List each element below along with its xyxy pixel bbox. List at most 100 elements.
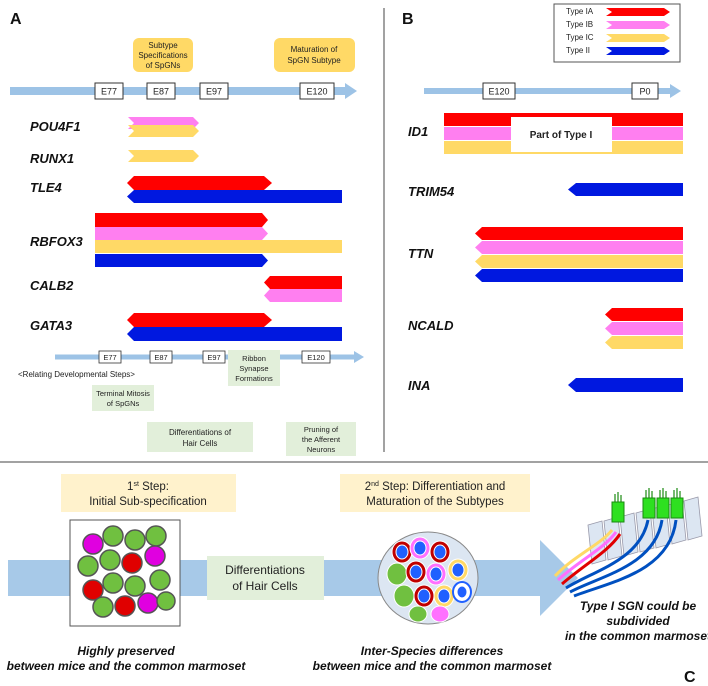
timeline-a-top-arrowhead bbox=[345, 83, 357, 99]
tick-a-e120-label: E120 bbox=[306, 87, 327, 97]
panel-c-letter: C bbox=[684, 669, 696, 686]
tick-a-e120: E120 bbox=[299, 82, 335, 100]
tick-a2-e120-label: E120 bbox=[307, 353, 325, 362]
timeline-b-arrowhead bbox=[670, 84, 681, 98]
part-of-type-i-label: Part of Type I bbox=[530, 130, 593, 141]
gene-pou4f1: POU4F1 bbox=[30, 119, 81, 134]
middle-box-line2: of Hair Cells bbox=[232, 579, 297, 593]
legend-type-ib-label: Type IB bbox=[566, 20, 593, 29]
bar-ncald-type-ic bbox=[605, 336, 683, 349]
bar-ncald-type-ia bbox=[605, 308, 683, 321]
step1-box: 1st Step: Initial Sub-specification bbox=[61, 474, 236, 512]
gene-ttn: TTN bbox=[408, 246, 434, 261]
bar-calb2-type-ia bbox=[264, 276, 342, 289]
caption-left-line1: Highly preserved bbox=[77, 644, 175, 658]
bar-rbfox3-type-ic bbox=[95, 240, 342, 253]
step2-subtitle: Maturation of the Subtypes bbox=[366, 496, 504, 508]
bar-ttn-type-ic bbox=[475, 255, 683, 268]
legend-type-ic-label: Type IC bbox=[566, 33, 594, 42]
cell-cluster-initial bbox=[69, 519, 181, 627]
subtype-spec-line2: Specifications bbox=[138, 51, 187, 60]
legend: Type IA Type IB Type IC Type II bbox=[553, 3, 681, 63]
step-ribbon-synapse: Ribbon Synapse Formations bbox=[228, 350, 280, 386]
step-pruning-line3: Neurons bbox=[307, 445, 336, 454]
step-terminal-mitosis-line2: of SpGNs bbox=[107, 399, 140, 408]
tick-a-e97: E97 bbox=[199, 82, 229, 100]
bar-rbfox3-type-ia bbox=[95, 213, 268, 227]
tick-a2-e120: E120 bbox=[301, 350, 331, 364]
tick-a2-e77-label: E77 bbox=[103, 353, 116, 362]
tick-b-p0-label: P0 bbox=[639, 87, 650, 97]
tick-a-e97-label: E97 bbox=[206, 87, 222, 97]
tick-b-e120-label: E120 bbox=[488, 87, 509, 97]
step-hair-cells-line2: Hair Cells bbox=[183, 439, 218, 448]
bar-calb2-type-ib bbox=[264, 289, 342, 302]
panel-a-letter: A bbox=[10, 11, 22, 28]
bar-ttn-type-ia bbox=[475, 227, 683, 240]
subtype-spec-line3: of SpGNs bbox=[146, 61, 181, 70]
step-terminal-mitosis-line1: Terminal Mitosis bbox=[96, 389, 150, 398]
bar-ncald-type-ib bbox=[605, 322, 683, 335]
bar-ttn-type-ib bbox=[475, 241, 683, 254]
gene-ina: INA bbox=[408, 378, 430, 393]
tick-a2-e97-label: E97 bbox=[207, 353, 220, 362]
step-pruning: Pruning of the Afferent Neurons bbox=[286, 422, 356, 456]
bar-ina-type-ii bbox=[568, 378, 683, 392]
step-ribbon-line1: Ribbon bbox=[242, 354, 266, 363]
step-pruning-line2: the Afferent bbox=[302, 435, 341, 444]
maturation-line1: Maturation of bbox=[291, 45, 338, 54]
tick-a2-e87-label: E87 bbox=[154, 353, 167, 362]
legend-type-ib-swatch bbox=[606, 21, 670, 29]
gene-rbfox3: RBFOX3 bbox=[30, 234, 84, 249]
right-caption-line3: in the common marmoset bbox=[565, 629, 708, 643]
tick-a-e87: E87 bbox=[146, 82, 176, 100]
step-ribbon-line3: Formations bbox=[235, 374, 273, 383]
gene-runx1: RUNX1 bbox=[30, 151, 74, 166]
bar-trim54-type-ii bbox=[568, 183, 683, 196]
tick-a-e77-label: E77 bbox=[101, 87, 117, 97]
bar-rbfox3-type-ib bbox=[95, 227, 268, 240]
step-hair-cells: Differentiations of Hair Cells bbox=[147, 422, 253, 452]
step-pruning-line1: Pruning of bbox=[304, 425, 339, 434]
bar-tle4-type-ia bbox=[127, 176, 272, 190]
legend-type-ii-label: Type II bbox=[566, 46, 590, 55]
relating-title: <Relating Developmental Steps> bbox=[18, 370, 135, 379]
gene-tle4: TLE4 bbox=[30, 180, 63, 195]
legend-type-ia-label: Type IA bbox=[566, 7, 594, 16]
step-ribbon-line2: Synapse bbox=[239, 364, 268, 373]
tick-b-p0: P0 bbox=[631, 82, 659, 100]
cochlea-illustration bbox=[553, 488, 703, 598]
tick-a2-e97: E97 bbox=[202, 350, 226, 364]
bar-rbfox3-type-ii bbox=[95, 254, 268, 267]
step1-subtitle: Initial Sub-specification bbox=[89, 496, 207, 508]
subtype-spec-line1: Subtype bbox=[148, 41, 178, 50]
gene-trim54: TRIM54 bbox=[408, 184, 455, 199]
subtype-spec-label: Subtype Specifications of SpGNs bbox=[133, 38, 193, 72]
step-terminal-mitosis: Terminal Mitosis of SpGNs bbox=[92, 385, 154, 411]
gene-id1: ID1 bbox=[408, 124, 428, 139]
caption-mid-line2: between mice and the common marmoset bbox=[313, 659, 553, 673]
maturation-label: Maturation of SpGN Subtype bbox=[274, 38, 355, 72]
right-caption-line1: Type I SGN could be bbox=[580, 599, 697, 613]
gene-gata3: GATA3 bbox=[30, 318, 73, 333]
tick-a-e87-label: E87 bbox=[153, 87, 169, 97]
cell-cluster-mature bbox=[377, 531, 479, 625]
tick-a-e77: E77 bbox=[94, 82, 124, 100]
step-hair-cells-line1: Differentiations of bbox=[169, 428, 232, 437]
bar-gata3-type-ii bbox=[127, 327, 342, 341]
right-caption-line2: subdivided bbox=[606, 614, 670, 628]
timeline-a-bottom-arrowhead bbox=[354, 351, 364, 363]
step1-title: 1st Step: bbox=[127, 481, 169, 493]
tick-b-e120: E120 bbox=[482, 82, 516, 100]
middle-box-line1: Differentiations bbox=[225, 563, 305, 577]
panel-b-letter: B bbox=[402, 11, 414, 28]
maturation-line2: SpGN Subtype bbox=[287, 56, 341, 65]
gene-calb2: CALB2 bbox=[30, 278, 74, 293]
bar-ttn-type-ii bbox=[475, 269, 683, 282]
step2-box: 2nd Step: Differentiation and Maturation… bbox=[340, 474, 530, 512]
caption-left-line2: between mice and the common marmoset bbox=[7, 659, 247, 673]
legend-type-ii-swatch bbox=[606, 47, 670, 55]
tick-a2-e87: E87 bbox=[149, 350, 173, 364]
bar-pou4f1-type-ic bbox=[128, 125, 199, 137]
